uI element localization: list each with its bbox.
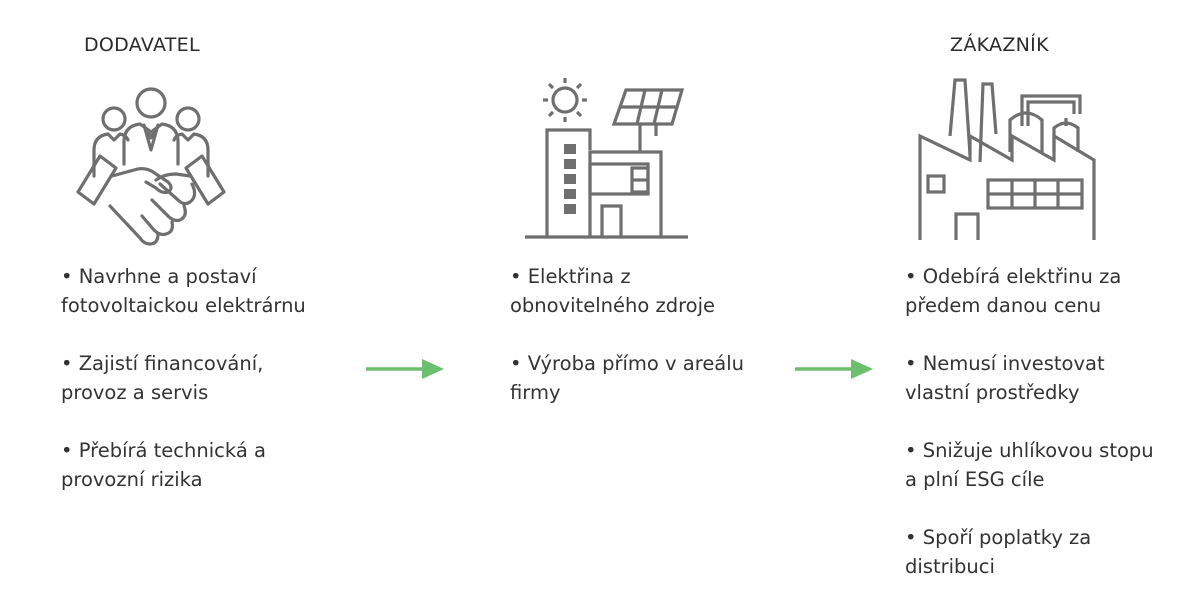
factory-icon	[918, 74, 1098, 242]
list-item: • Navrhne a postaví fotovoltaickou elekt…	[61, 262, 306, 320]
electricity-bullets: • Elektřina z obnovitelného zdroje • Výr…	[510, 262, 744, 436]
bullet-line: • Navrhne a postaví	[61, 265, 257, 288]
bullet-line: fotovoltaickou elektrárnu	[61, 294, 306, 317]
bullet-line: • Zajistí financování,	[61, 352, 264, 375]
handshake-icon	[72, 84, 232, 254]
bullet-line: • Spoří poplatky za	[905, 526, 1092, 549]
bullet-line: obnovitelného zdroje	[510, 294, 716, 317]
supplier-bullets: • Navrhne a postaví fotovoltaickou elekt…	[61, 262, 306, 523]
bullet-line: • Přebírá technická a	[61, 439, 266, 462]
bullet-line: předem danou cenu	[905, 294, 1102, 317]
supplier-title: DODAVATEL	[84, 34, 200, 56]
list-item: • Výroba přímo v areálu firmy	[510, 349, 744, 407]
bullet-line: distribuci	[905, 555, 995, 578]
list-item: • Zajistí financování, provoz a servis	[61, 349, 306, 407]
solar-building-icon	[522, 72, 692, 244]
customer-bullets: • Odebírá elektřinu za předem danou cenu…	[905, 262, 1154, 610]
list-item: • Nemusí investovat vlastní prostředky	[905, 349, 1154, 407]
list-item: • Snižuje uhlíkovou stopu a plní ESG cíl…	[905, 436, 1154, 494]
list-item: • Elektřina z obnovitelného zdroje	[510, 262, 744, 320]
list-item: • Spoří poplatky za distribuci	[905, 523, 1154, 581]
list-item: • Přebírá technická a provozní rizika	[61, 436, 306, 494]
bullet-line: • Výroba přímo v areálu	[510, 352, 745, 375]
customer-title: ZÁKAZNÍK	[950, 34, 1049, 56]
bullet-line: a plní ESG cíle	[905, 468, 1045, 491]
bullet-line: • Odebírá elektřinu za	[905, 265, 1122, 288]
bullet-line: • Snižuje uhlíkovou stopu	[905, 439, 1154, 462]
bullet-line: provozní rizika	[61, 468, 203, 491]
bullet-line: • Elektřina z	[510, 265, 631, 288]
bullet-line: vlastní prostředky	[905, 381, 1080, 404]
bullet-line: • Nemusí investovat	[905, 352, 1105, 375]
bullet-line: firmy	[510, 381, 561, 404]
arrow-right-icon	[793, 357, 875, 385]
arrow-right-icon	[364, 357, 446, 385]
bullet-line: provoz a servis	[61, 381, 209, 404]
list-item: • Odebírá elektřinu za předem danou cenu	[905, 262, 1154, 320]
